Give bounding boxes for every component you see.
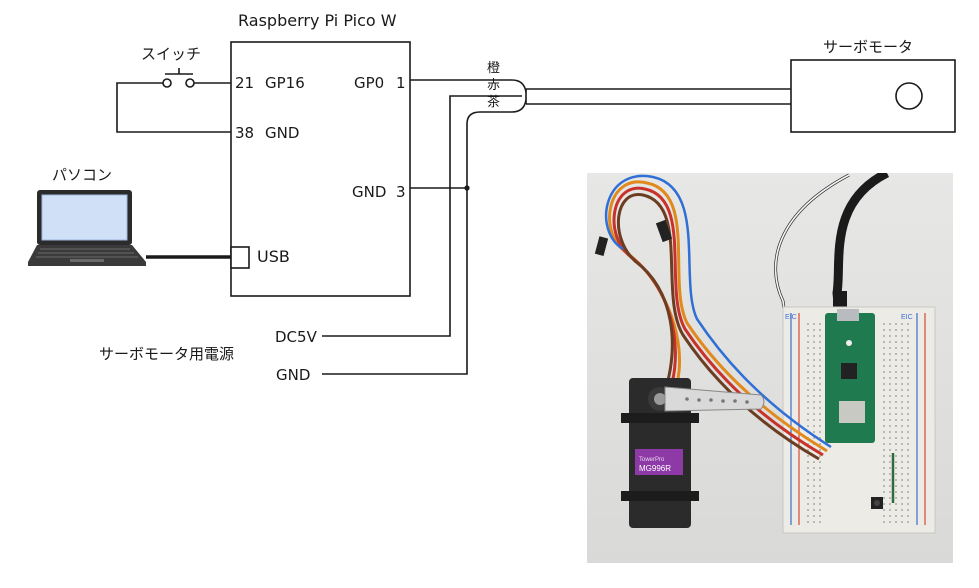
servo-motor-box [790,59,956,133]
pico-board-outline [230,41,411,297]
servo-cable [525,88,794,105]
servo-model-photo: MG996R [639,464,671,473]
wire-brown-line [322,99,527,375]
wire-orange-label: 橙 [487,61,501,76]
pin-21-label: 21 [235,74,255,92]
wire-brown-label: 茶 [487,95,501,110]
laptop-icon [28,190,146,266]
breadboard-mark-right: EIC [901,314,913,321]
pc-label: パソコン [52,166,113,184]
pico-board-photo [825,309,875,443]
gp16-label: GP16 [265,74,305,92]
usb-port [230,246,250,269]
board-title: Raspberry Pi Pico W [238,11,397,30]
servo-brand-photo: TowerPro [639,457,665,463]
wire-red-label: 赤 [487,78,501,93]
junction-dot [464,185,470,191]
pin-1-label: 1 [396,74,406,92]
switch-label: スイッチ [141,45,202,63]
switch-icon [162,68,195,88]
dc5v-label: DC5V [275,328,317,346]
pin-3-label: 3 [396,183,406,201]
usb-label: USB [257,247,290,266]
servo-shaft-icon [895,82,923,110]
gnd-left-label: GND [265,124,300,142]
breadboard-mark-left: EIC [785,314,797,321]
servo-label: サーボモータ [823,38,914,56]
wire-red-line [322,95,522,337]
gnd-right-label: GND [352,183,387,201]
servo-motor-photo: TowerPro MG996R [621,378,765,528]
wire-orange-line [410,79,527,93]
usb-cable-photo [832,173,890,314]
power-label: サーボモータ用電源 [99,345,235,363]
setup-photo: EIC EIC TowerPro MG996R [587,173,953,563]
power-gnd-label: GND [276,366,311,384]
gp0-label: GP0 [354,74,385,92]
pin-38-label: 38 [235,124,255,142]
switch-wire-gnd [116,82,231,133]
